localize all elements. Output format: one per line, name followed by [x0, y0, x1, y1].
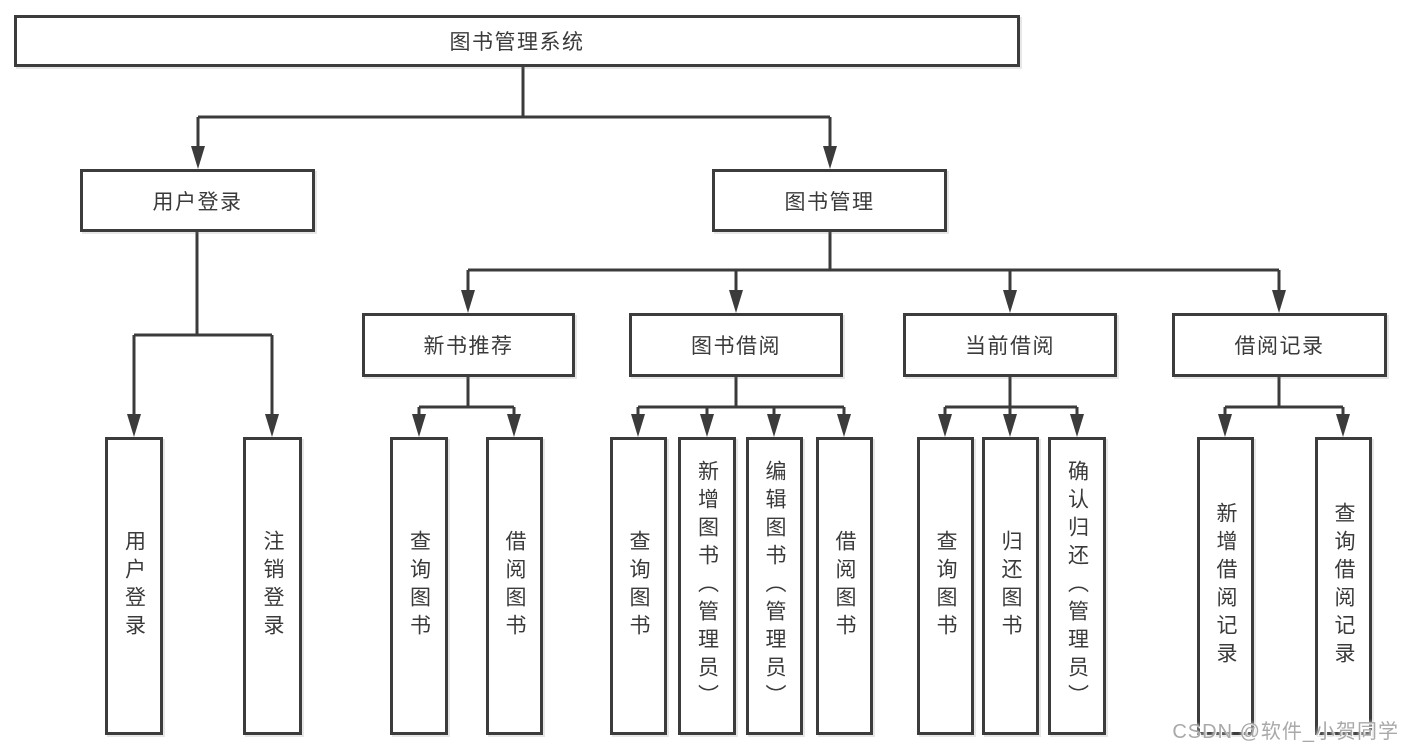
connector-current-borrow	[943, 377, 1079, 416]
leaf-confirm-return: 确认归还（管理员）	[1048, 437, 1106, 735]
connector-book-borrow	[636, 377, 846, 416]
connector-user-login	[132, 232, 274, 416]
leaf-confirm-return-label: 确认归还（管理员）	[1065, 460, 1089, 712]
leaf-add-record: 新增借阅记录	[1197, 437, 1254, 735]
leaf-borrow-add-book-label: 新增图书（管理员）	[695, 460, 719, 712]
leaf-add-record-label: 新增借阅记录	[1214, 502, 1238, 670]
leaf-borrow-query-label: 查询图书	[627, 530, 651, 642]
arrowhead-icon	[1218, 414, 1232, 437]
node-borrow-records-label: 借阅记录	[1234, 335, 1325, 358]
leaf-borrow-book: 借阅图书	[816, 437, 873, 735]
arrowhead-icon	[127, 414, 141, 437]
leaf-borrow-add-book: 新增图书（管理员）	[678, 437, 736, 735]
arrowhead-icon	[1003, 290, 1017, 313]
arrowhead-icon	[191, 146, 205, 169]
leaf-user-login: 用户登录	[105, 437, 163, 735]
leaf-return-book: 归还图书	[982, 437, 1039, 735]
leaf-borrow-query: 查询图书	[610, 437, 667, 735]
node-borrow-records: 借阅记录	[1172, 313, 1387, 377]
node-root-label: 图书管理系统	[449, 31, 585, 54]
csdn-watermark: CSDN @软件_小贺同学	[1172, 721, 1399, 743]
arrowhead-icon	[265, 414, 279, 437]
connector-book-mgmt	[466, 232, 1281, 292]
arrowhead-icon	[412, 414, 426, 437]
leaf-borrow-edit-book-label: 编辑图书（管理员）	[763, 460, 787, 712]
arrowhead-icon	[631, 414, 645, 437]
leaf-current-query-label: 查询图书	[934, 530, 958, 642]
leaf-return-book-label: 归还图书	[999, 530, 1023, 642]
leaf-logout: 注销登录	[243, 437, 302, 735]
leaf-newbooks-borrow: 借阅图书	[486, 437, 543, 735]
leaf-borrow-edit-book: 编辑图书（管理员）	[746, 437, 803, 735]
node-current-borrow: 当前借阅	[903, 313, 1117, 377]
leaf-newbooks-borrow-label: 借阅图书	[503, 530, 527, 642]
arrowhead-icon	[1336, 414, 1350, 437]
leaf-query-record-label: 查询借阅记录	[1332, 502, 1356, 670]
connector-root	[196, 67, 832, 148]
arrowhead-icon	[1272, 290, 1286, 313]
connector-new-books	[417, 377, 516, 416]
node-current-borrow-label: 当前借阅	[965, 335, 1055, 358]
leaf-newbooks-query: 查询图书	[390, 437, 448, 735]
node-user-login: 用户登录	[80, 169, 315, 232]
leaf-query-record: 查询借阅记录	[1315, 437, 1372, 735]
arrowhead-icon	[1003, 414, 1017, 437]
node-book-borrow: 图书借阅	[629, 313, 843, 377]
arrowhead-icon	[837, 414, 851, 437]
node-book-mgmt: 图书管理	[712, 169, 947, 232]
arrowhead-icon	[729, 290, 743, 313]
leaf-logout-label: 注销登录	[261, 530, 285, 642]
node-new-books-label: 新书推荐	[423, 335, 514, 358]
node-root: 图书管理系统	[14, 15, 1020, 67]
arrowhead-icon	[938, 414, 952, 437]
leaf-newbooks-query-label: 查询图书	[407, 530, 431, 642]
arrowhead-icon	[461, 290, 475, 313]
connector-borrow-records	[1223, 377, 1345, 416]
arrowhead-icon	[700, 414, 714, 437]
arrowhead-icon	[1070, 414, 1084, 437]
node-book-mgmt-label: 图书管理	[784, 190, 875, 214]
arrowhead-icon	[823, 146, 837, 169]
node-user-login-label: 用户登录	[152, 190, 243, 214]
leaf-user-login-label: 用户登录	[122, 530, 146, 642]
leaf-borrow-book-label: 借阅图书	[833, 530, 857, 642]
arrowhead-icon	[767, 414, 781, 437]
node-book-borrow-label: 图书借阅	[691, 335, 781, 358]
node-new-books: 新书推荐	[362, 313, 575, 377]
arrowhead-icon	[507, 414, 521, 437]
leaf-current-query: 查询图书	[917, 437, 974, 735]
